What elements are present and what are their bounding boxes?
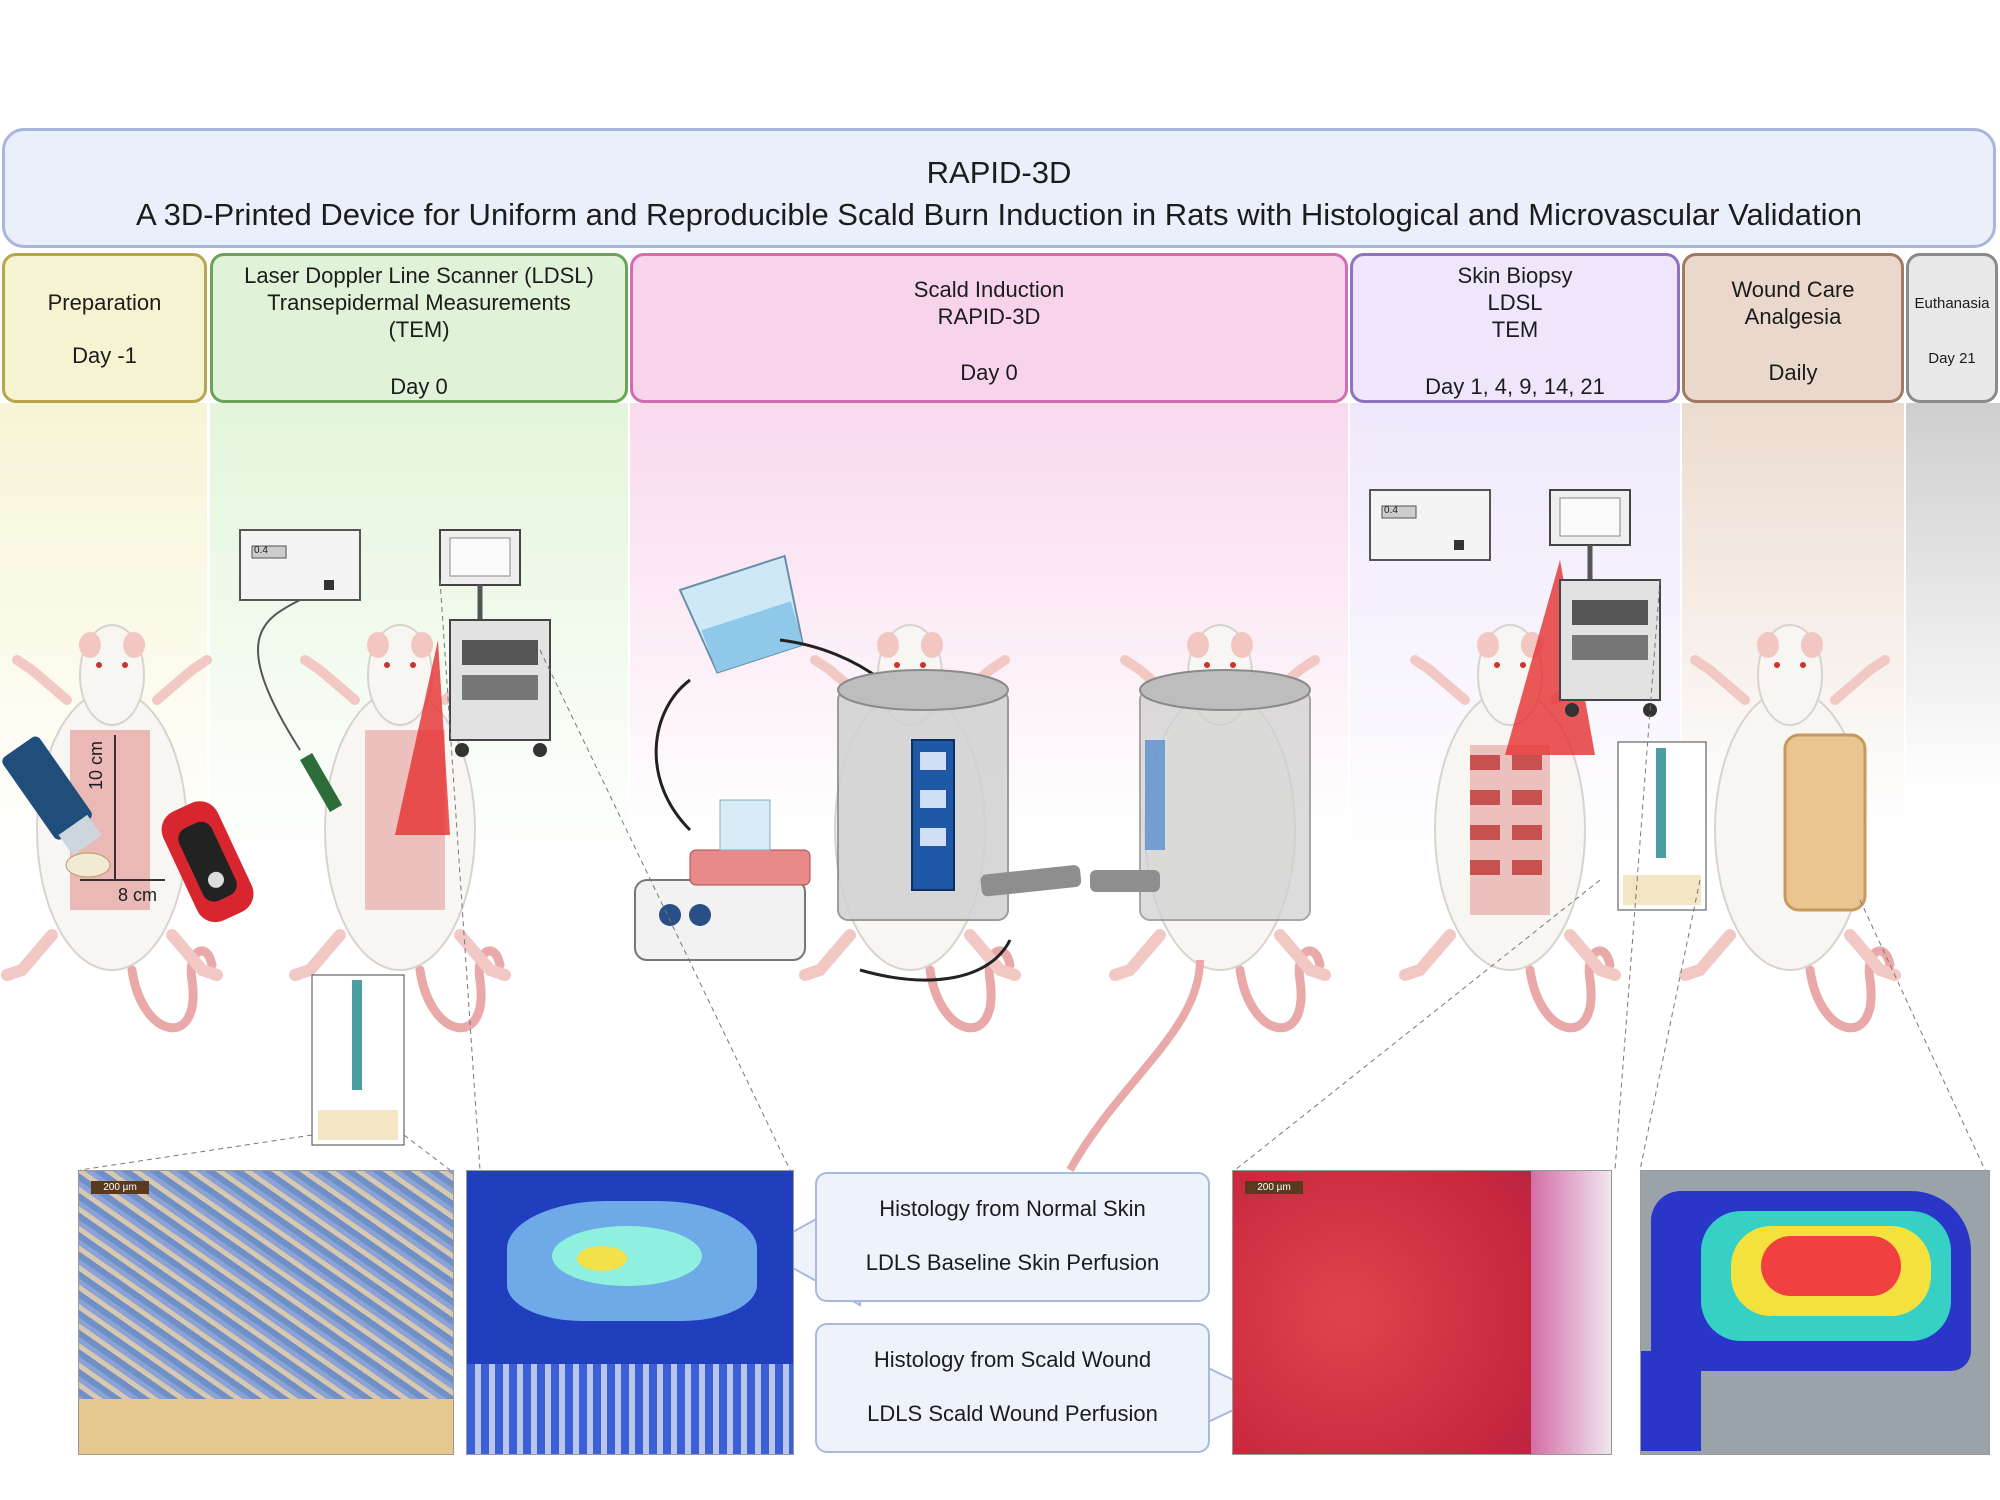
stage-label: Wound Care Analgesia xyxy=(1731,277,1855,329)
baseline-perfusion-caption: LDLS Baseline Skin Perfusion xyxy=(865,1250,1160,1275)
connector-lines xyxy=(79,579,1986,1171)
scale-bar: 200 µm xyxy=(1245,1181,1303,1194)
stage-preparation: Preparation Day -1 xyxy=(2,253,207,403)
stage-label: Euthanasia xyxy=(1914,295,1990,312)
tem-reading: 0.4 xyxy=(254,545,268,556)
depilatory-cream-icon xyxy=(2,736,102,856)
ldsl-cart-icon xyxy=(440,530,550,757)
probe-cable xyxy=(257,599,301,751)
laser-beam-icon xyxy=(395,640,450,835)
diagram-title: RAPID-3D xyxy=(926,155,1072,190)
skin-layer-icon xyxy=(318,1110,398,1140)
stage-day: Day 0 xyxy=(960,360,1018,385)
band-euthanasia xyxy=(1906,403,2000,1183)
stage-label: Preparation xyxy=(47,290,162,315)
beaker-icon xyxy=(678,554,805,674)
skin-layer-icon xyxy=(1623,875,1701,905)
stage-day: Day 21 xyxy=(1928,350,1976,367)
baseline-perfusion-image xyxy=(466,1170,794,1455)
tem-probe-icon xyxy=(300,753,343,812)
hair-clipper-icon xyxy=(161,801,254,923)
biopsy-punch-icon xyxy=(1656,748,1666,858)
wound-histology-image: 200 µm xyxy=(1232,1170,1612,1455)
stage-label: Scald Induction RAPID-3D xyxy=(913,277,1065,329)
stage-label: Laser Doppler Line Scanner (LDSL) Transe… xyxy=(244,263,594,342)
wound-perfusion-caption: LDLS Scald Wound Perfusion xyxy=(867,1401,1158,1426)
tem-reading: 0.4 xyxy=(1384,505,1398,516)
baseline-caption-box: Histology from Normal Skin LDLS Baseline… xyxy=(815,1172,1210,1302)
stage-day: Day 0 xyxy=(390,374,448,399)
rat-wound-care xyxy=(1685,625,1895,1028)
scale-bar: 200 µm xyxy=(91,1181,149,1194)
cycle-arrow-bottom xyxy=(859,939,1012,982)
stage-wound-care: Wound Care Analgesia Daily xyxy=(1682,253,1904,403)
stage-day: Daily xyxy=(1768,360,1818,385)
stage-euthanasia: Euthanasia Day 21 xyxy=(1906,253,1998,403)
tem-device-icon xyxy=(239,529,361,601)
tem-device-icon xyxy=(1369,489,1491,561)
wound-perfusion-image xyxy=(1640,1170,1990,1455)
burn-patches xyxy=(1470,755,1542,875)
rat-in-device xyxy=(1090,625,1325,1028)
cycle-arrow-left xyxy=(654,678,692,832)
stage-day: Day -1 xyxy=(72,343,137,368)
wound-caption-box: Histology from Scald Wound LDLS Scald Wo… xyxy=(815,1323,1210,1453)
probe-needle-icon xyxy=(352,980,362,1090)
stage-day: Day 1, 4, 9, 14, 21 xyxy=(1425,374,1605,399)
rat-tail xyxy=(1066,959,1204,1172)
diagram-subtitle: A 3D-Printed Device for Uniform and Repr… xyxy=(136,197,1862,232)
hot-plate-icon xyxy=(634,799,811,961)
wound-histology-caption: Histology from Scald Wound xyxy=(873,1347,1152,1372)
width-label: 8 cm xyxy=(118,885,158,905)
stage-biopsy: Skin Biopsy LDSL TEM Day 1, 4, 9, 14, 21 xyxy=(1350,253,1680,403)
length-label: 10 cm xyxy=(86,740,106,790)
ldsl-cart-icon xyxy=(1550,490,1660,717)
rapid3d-device-icon xyxy=(837,669,1082,921)
normal-histology-image: 200 µm xyxy=(78,1170,454,1455)
cream-dollop-icon xyxy=(65,852,111,878)
stage-label: Skin Biopsy LDSL TEM xyxy=(1457,263,1573,342)
stage-scald-induction: Scald Induction RAPID-3D Day 0 xyxy=(630,253,1348,403)
stage-ldsl-tem: Laser Doppler Line Scanner (LDSL) Transe… xyxy=(210,253,628,403)
title-banner: RAPID-3D A 3D-Printed Device for Uniform… xyxy=(2,128,1996,248)
normal-histology-caption: Histology from Normal Skin xyxy=(879,1196,1146,1221)
